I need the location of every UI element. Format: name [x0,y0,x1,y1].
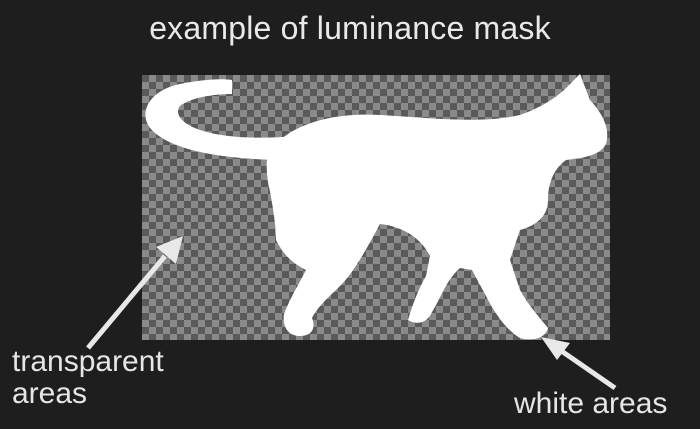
cat-silhouette [145,74,608,340]
transparent-label-line1: transparent [12,345,164,378]
diagram-title: example of luminance mask [149,10,551,46]
arrow-white-line [558,347,617,391]
arrow-transparent-line [86,254,167,350]
arrow-transparent-head [156,236,183,264]
arrow-white-head [541,337,570,360]
cat-tail [145,79,300,160]
cat-body [266,74,608,340]
annotation-arrows [86,236,617,391]
white-areas-label: white areas [514,387,668,420]
transparent-label-line2: areas [12,377,88,410]
transparent-areas-label: transparent areas [12,346,164,410]
